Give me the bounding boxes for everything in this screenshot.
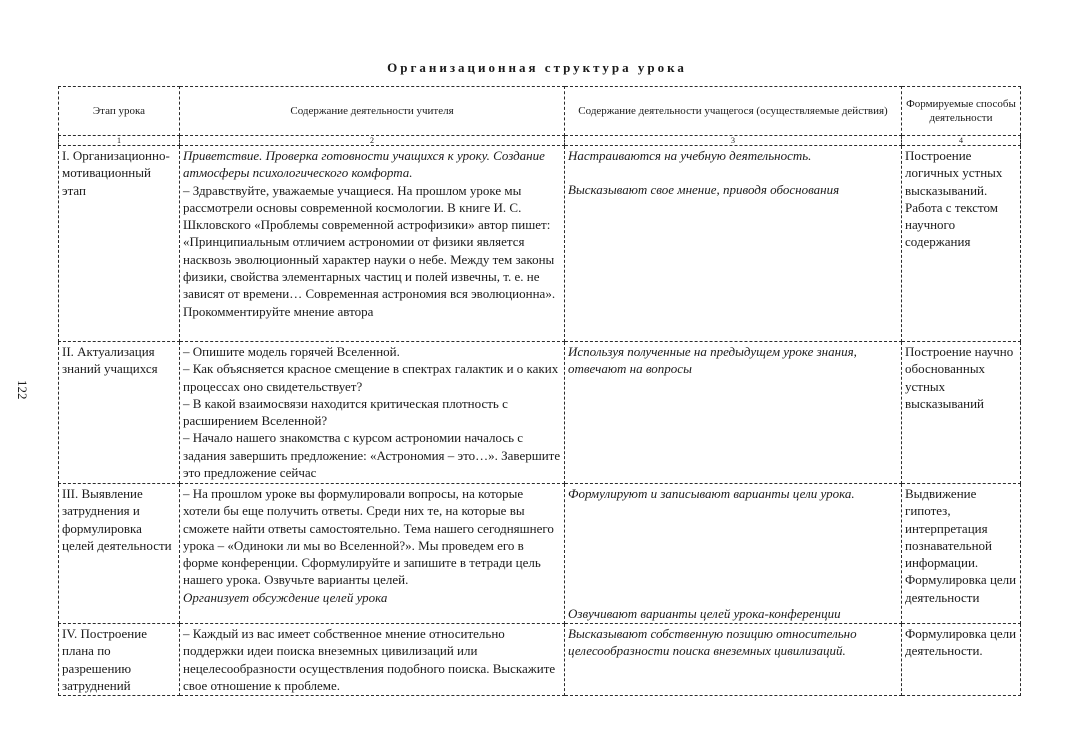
page-title: Организационная структура урока: [387, 60, 687, 75]
teacher-question: – Как объясняется красное смещение в спе…: [183, 361, 559, 394]
teacher-italic-text: Приветствие. Проверка готовности учащихс…: [183, 148, 545, 181]
student-action: Высказывают свое мнение, приводя обоснов…: [568, 182, 840, 198]
stage-cell: III. Выявление затруднения и формулировк…: [58, 483, 180, 624]
teacher-question: – В какой взаимосвязи находится критичес…: [183, 395, 508, 429]
teacher-italic-text: Организует обсуждение целей урока: [183, 589, 388, 605]
table-header-row: Этап урока Содержание деятельности учите…: [58, 86, 1021, 136]
student-action: Высказывают собственную позицию относите…: [568, 626, 857, 659]
column-header-teacher: Содержание деятельности учителя: [179, 86, 565, 136]
teacher-text: – Здравствуйте, уважаемые учащиеся. На п…: [183, 182, 556, 319]
column-number: 3: [564, 135, 902, 146]
student-cell: Формулируют и записывают варианты цели у…: [564, 483, 902, 624]
stage-cell: IV. Построение плана по разрешению затру…: [58, 622, 180, 697]
student-action: Настраиваются на учебную деятельность.: [568, 148, 812, 163]
teacher-cell: – Каждый из вас имеет собственное мнение…: [179, 622, 565, 697]
skills-cell: Построение научно обоснованных устных вы…: [901, 341, 1021, 484]
student-action: Используя полученные на предыдущем уроке…: [568, 344, 857, 377]
column-number: 4: [901, 135, 1021, 146]
table-row: II. Актуализация знаний учащихся – Опиши…: [58, 341, 1021, 484]
skills-cell: Построение логичных устных высказываний.…: [901, 145, 1021, 342]
table-row: III. Выявление затруднения и формулировк…: [58, 483, 1021, 624]
teacher-cell: – Опишите модель горячей Вселенной. – Ка…: [179, 341, 565, 484]
student-action: Формулируют и записывают варианты цели у…: [568, 486, 855, 501]
teacher-question: – Начало нашего знакомства с курсом астр…: [183, 430, 561, 481]
teacher-cell: – На прошлом уроке вы формулировали вопр…: [179, 483, 565, 624]
student-action: Озвучивают варианты целей урока-конферен…: [568, 605, 841, 621]
column-number: 1: [58, 135, 180, 146]
stage-cell: II. Актуализация знаний учащихся: [58, 341, 180, 484]
column-header-student: Содержание деятельности учащегося (осуще…: [564, 86, 902, 136]
column-header-skills: Формируемые способы деятельности: [901, 86, 1021, 136]
stage-cell: I. Организационно-мотивационный этап: [58, 145, 180, 342]
teacher-question: – Опишите модель горячей Вселенной.: [183, 344, 400, 359]
teacher-text: – На прошлом уроке вы формулировали вопр…: [183, 486, 554, 588]
student-cell: Используя полученные на предыдущем уроке…: [564, 341, 902, 484]
student-cell: Настраиваются на учебную деятельность. В…: [564, 145, 902, 342]
table-row: IV. Построение плана по разрешению затру…: [58, 622, 1021, 697]
column-header-stage: Этап урока: [58, 86, 180, 136]
skills-cell: Формулировка цели деятельности.: [901, 622, 1021, 697]
table-row: I. Организационно-мотивационный этап При…: [58, 145, 1021, 342]
column-number-row: 1 2 3 4: [58, 135, 1021, 146]
lesson-structure-table: Этап урока Содержание деятельности учите…: [58, 86, 1021, 697]
student-cell: Высказывают собственную позицию относите…: [564, 622, 902, 697]
teacher-cell: Приветствие. Проверка готовности учащихс…: [179, 145, 565, 342]
page-number: 122: [15, 380, 30, 400]
skills-cell: Выдвижение гипотез, интерпретация познав…: [901, 483, 1021, 624]
column-number: 2: [179, 135, 565, 146]
